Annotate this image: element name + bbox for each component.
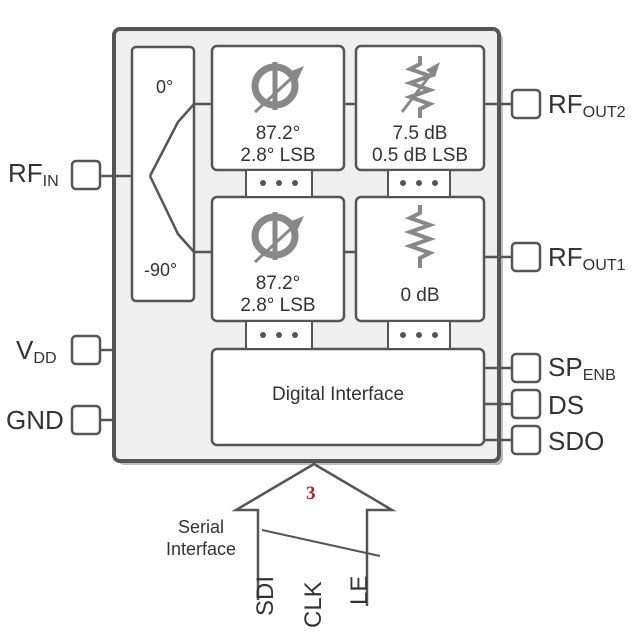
serial-label-line2: Interface (166, 539, 237, 559)
le-pin-label: LE (346, 575, 373, 605)
sp-enb-pad (510, 352, 542, 384)
splitter-branch-top (148, 103, 195, 177)
bus-width-label: 3 (306, 483, 316, 504)
serial-bus-arrow (231, 462, 397, 606)
sdo-pad (510, 424, 542, 456)
control-connectors (245, 169, 451, 350)
sdi-pin-label: SDI (252, 575, 279, 616)
rf-out2-pad (510, 88, 542, 120)
rf-out2-label: RFOUT2 (548, 89, 626, 122)
attenuator-top-lsb: 0.5 dB LSB (371, 145, 469, 166)
ds-pad (510, 388, 542, 420)
bus-slash (261, 529, 381, 557)
splitter-bottom-label: -90° (144, 260, 178, 280)
phase-shifter-bottom-lsb: 2.8° LSB (240, 295, 316, 316)
quadrature-splitter (130, 45, 196, 303)
gnd-label: GND (6, 405, 64, 435)
ds-label: DS (548, 390, 585, 420)
digital-interface-label: Digital Interface (272, 384, 405, 405)
sp-enb-label: SPENB (548, 352, 616, 385)
sdo-label: SDO (548, 426, 605, 456)
attenuator-top-value: 7.5 dB (392, 123, 448, 144)
serial-label-line1: Serial (178, 517, 225, 537)
digital-interface-block (210, 347, 486, 447)
gnd-pad (70, 404, 102, 436)
rf-in-label: RFIN (8, 158, 59, 191)
splitter-branch-bottom (148, 175, 195, 253)
splitter-top-label: 0° (156, 77, 174, 97)
connector-top-left (245, 169, 313, 198)
pin-pads (70, 88, 542, 456)
variable-resistor-icon (400, 56, 440, 118)
rf-out1-pad (510, 241, 542, 273)
rf-in-pad (70, 159, 102, 191)
fixed-attenuator-value: 0 dB (400, 285, 440, 306)
phase-shifter-icon (251, 212, 304, 264)
resistor-icon (403, 205, 437, 268)
phase-shifter-top-value: 87.2° (255, 123, 301, 144)
phase-shifter-top-lsb: 2.8° LSB (240, 145, 316, 166)
rf-out1-label: RFOUT1 (548, 242, 626, 275)
clk-pin-label: CLK (300, 581, 327, 628)
vdd-label: VDD (16, 335, 57, 368)
phase-shifter-bottom-value: 87.2° (255, 273, 301, 294)
vdd-pad (70, 334, 102, 366)
phase-shifter-icon (251, 62, 304, 114)
